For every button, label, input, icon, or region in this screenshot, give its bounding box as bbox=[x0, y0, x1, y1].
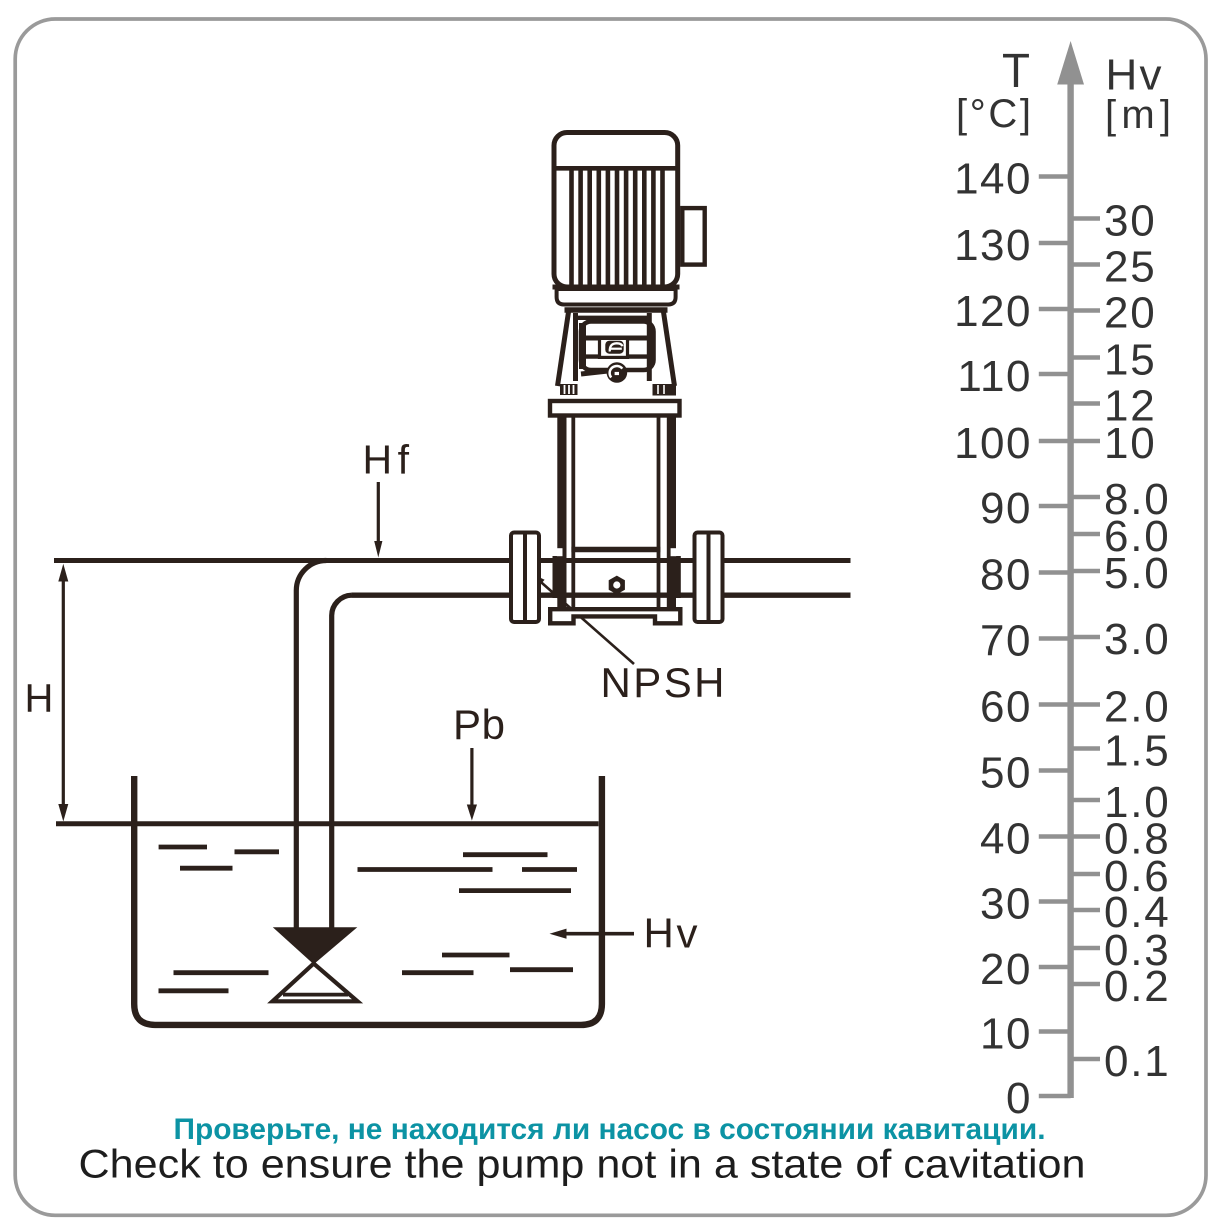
svg-text:12: 12 bbox=[1104, 382, 1157, 431]
svg-text:1.5: 1.5 bbox=[1104, 727, 1171, 776]
svg-text:140: 140 bbox=[954, 155, 1032, 204]
svg-text:20: 20 bbox=[1104, 289, 1157, 338]
svg-text:110: 110 bbox=[957, 352, 1032, 401]
svg-text:15: 15 bbox=[1104, 336, 1157, 385]
svg-text:Check to ensure the pump not i: Check to ensure the pump not in a state … bbox=[79, 1143, 1086, 1187]
svg-text:5.0: 5.0 bbox=[1104, 549, 1171, 598]
svg-text:10: 10 bbox=[1104, 419, 1157, 468]
svg-text:0: 0 bbox=[1006, 1074, 1032, 1123]
svg-text:10: 10 bbox=[980, 1010, 1032, 1059]
svg-text:0.8: 0.8 bbox=[1104, 815, 1171, 864]
svg-text:H: H bbox=[25, 677, 54, 721]
svg-text:30: 30 bbox=[1104, 197, 1157, 246]
svg-text:0.1: 0.1 bbox=[1104, 1037, 1171, 1086]
svg-text:0.3: 0.3 bbox=[1104, 926, 1171, 975]
svg-text:1.0: 1.0 bbox=[1104, 778, 1171, 827]
svg-text:120: 120 bbox=[954, 287, 1032, 336]
svg-text:T: T bbox=[1002, 45, 1030, 98]
svg-text:40: 40 bbox=[980, 815, 1032, 864]
svg-text:Hv: Hv bbox=[644, 910, 698, 957]
svg-text:70: 70 bbox=[980, 617, 1032, 666]
svg-text:Проверьте, не находится ли нас: Проверьте, не находится ли насос в состо… bbox=[174, 1113, 1046, 1146]
svg-text:3.0: 3.0 bbox=[1104, 615, 1171, 664]
svg-text:130: 130 bbox=[954, 221, 1032, 270]
svg-text:0.2: 0.2 bbox=[1104, 962, 1171, 1011]
svg-text:30: 30 bbox=[980, 880, 1032, 929]
svg-text:25: 25 bbox=[1104, 243, 1157, 292]
svg-text:20: 20 bbox=[980, 945, 1032, 994]
svg-text:Pb: Pb bbox=[453, 701, 505, 748]
svg-text:80: 80 bbox=[980, 551, 1032, 600]
svg-text:6.0: 6.0 bbox=[1104, 512, 1171, 561]
svg-text:50: 50 bbox=[980, 749, 1032, 798]
svg-text:[m]: [m] bbox=[1105, 93, 1171, 137]
svg-text:0.4: 0.4 bbox=[1104, 888, 1171, 937]
svg-text:Hf: Hf bbox=[363, 437, 410, 483]
svg-text:8.0: 8.0 bbox=[1104, 475, 1171, 524]
svg-text:0.6: 0.6 bbox=[1104, 852, 1171, 901]
svg-text:60: 60 bbox=[980, 683, 1032, 732]
svg-text:90: 90 bbox=[980, 484, 1032, 533]
svg-text:Hv: Hv bbox=[1106, 51, 1162, 100]
svg-text:2.0: 2.0 bbox=[1104, 683, 1171, 732]
svg-text:100: 100 bbox=[954, 419, 1032, 468]
